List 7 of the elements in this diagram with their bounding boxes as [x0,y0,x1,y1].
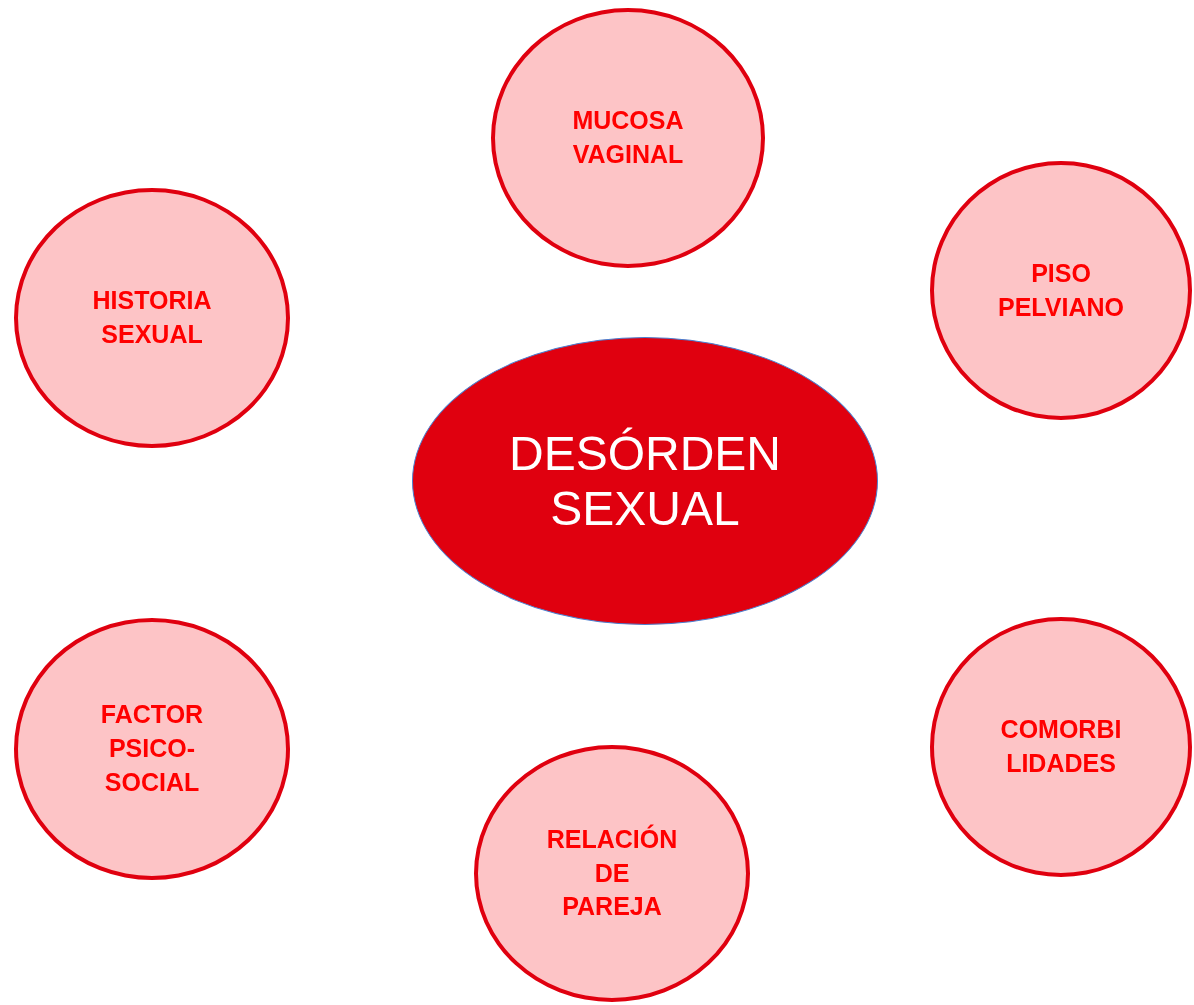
topic-label: COMORBI LIDADES [999,714,1123,779]
topic-label: HISTORIA SEXUAL [91,285,213,350]
topic-label: FACTOR PSICO- SOCIAL [99,699,205,798]
central-title: DESÓRDEN SEXUAL [507,425,782,537]
topic-label: MUCOSA VAGINAL [571,105,685,170]
topic-label: RELACIÓN DE PAREJA [545,823,679,923]
topic-label: PISO PELVIANO [997,257,1125,323]
